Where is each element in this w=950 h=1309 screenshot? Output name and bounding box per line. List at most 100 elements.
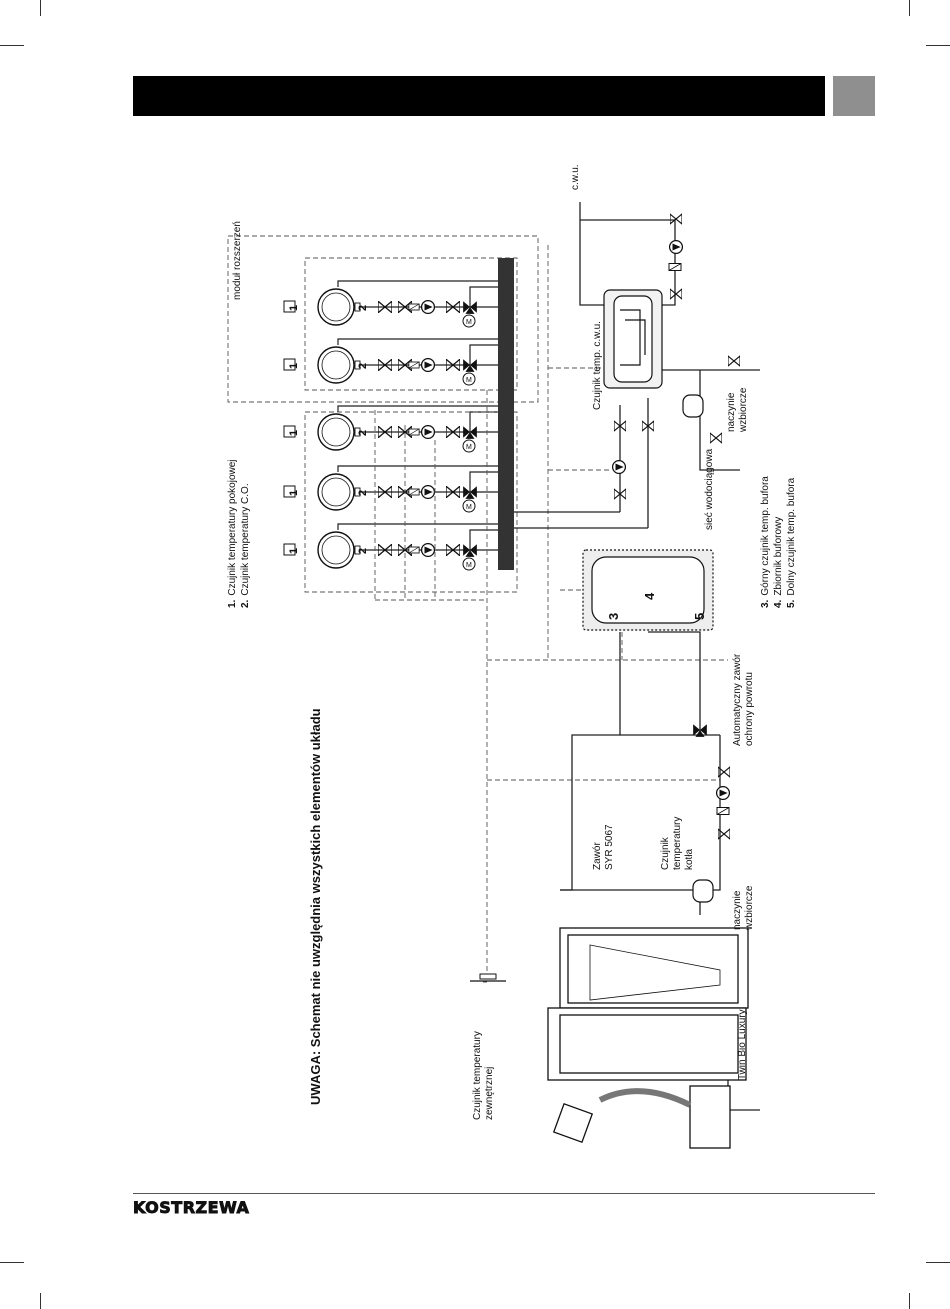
module-label: moduł rozszerzeń <box>232 221 243 300</box>
legend-num-5: 5. <box>786 599 797 608</box>
legend-text-1: Czujnik temperatury pokojowej <box>227 459 238 595</box>
svg-text:1.Czujnik temperatury pokojowe: 1. Czujnik temperatury pokojowej <box>227 459 238 608</box>
co-sensor-icon <box>354 487 361 497</box>
svg-text:ochrony powrotu: ochrony powrotu <box>744 672 755 746</box>
heating-circuit: 1 2M <box>283 465 500 513</box>
circuit-number-1: 1 <box>288 548 300 554</box>
water-network-label: sieć wodociągowa <box>704 448 715 530</box>
co-sensor-icon <box>354 545 361 555</box>
motor-label: M <box>466 504 472 511</box>
warning-title: UWAGA: Schemat nie uwzględnia wszystkich… <box>308 708 323 1105</box>
manifold <box>498 258 514 570</box>
co-sensor-icon <box>354 360 361 370</box>
section-tab <box>833 76 875 116</box>
svg-text:wzbiorcze: wzbiorcze <box>738 387 749 433</box>
legend-text-3: Górny czujnik temp. bufora <box>760 476 771 596</box>
circuit-number-2: 2 <box>357 305 369 311</box>
motor-label: M <box>466 319 472 326</box>
cwu-label: c.w.u. <box>570 164 581 190</box>
crop-mark <box>0 1262 24 1263</box>
syr-valve-label: Zawór <box>592 842 603 870</box>
crop-mark <box>909 1293 910 1309</box>
outside-sensor-icon <box>479 973 497 980</box>
heating-circuit: 1 2M <box>283 280 500 328</box>
co-sensor-icon <box>354 302 361 312</box>
expansion-vessel-top-label: naczynie <box>726 392 737 432</box>
legend-text-4: Zbiornik buforowy <box>773 517 784 596</box>
svg-text:2.Czujnik temperatury C.O.: 2. Czujnik temperatury C.O. <box>240 483 251 608</box>
auto-valve-label: Automatyczny zawór <box>732 653 743 746</box>
radiator-icon <box>317 413 355 451</box>
filter-icon <box>408 428 420 436</box>
motor-icon <box>462 314 476 328</box>
filter-icon <box>408 546 420 554</box>
svg-text:zewnętrznej: zewnętrznej <box>484 1067 495 1120</box>
radiator-icon <box>317 346 355 384</box>
buffer-number-5: 5 <box>692 613 707 620</box>
room-sensor-icon <box>283 543 296 556</box>
circuit-number-1: 1 <box>288 363 300 369</box>
filter-icon <box>408 303 420 311</box>
circuit-number-2: 2 <box>357 548 369 554</box>
pump-icon <box>420 425 436 439</box>
legend-num-2: 2. <box>240 599 251 608</box>
cwu-sensor-label: Czujnik temp. c.w.u. <box>592 321 603 410</box>
svg-text:wzbiorcze: wzbiorcze <box>744 885 755 931</box>
motor-icon <box>462 499 476 513</box>
filter-icon <box>408 488 420 496</box>
radiator-icon <box>317 531 355 569</box>
legend-text-2: Czujnik temperatury C.O. <box>240 483 251 595</box>
legend-text-5: Dolny czujnik temp. bufora <box>786 477 797 595</box>
crop-mark <box>40 1293 41 1309</box>
circuit-number-2: 2 <box>357 490 369 496</box>
room-sensor-icon <box>283 358 296 371</box>
svg-text:4.Zbiornik buforowy: 4. Zbiornik buforowy <box>773 517 784 608</box>
crop-mark <box>0 45 24 46</box>
motor-icon <box>462 439 476 453</box>
legend-num-1: 1. <box>227 599 238 608</box>
motor-label: M <box>466 444 472 451</box>
crop-mark <box>926 45 950 46</box>
pump-icon <box>420 485 436 499</box>
pump-icon <box>420 358 436 372</box>
radiator-icon <box>317 288 355 326</box>
boiler-sensor-label: Czujnik <box>660 836 671 870</box>
crop-mark <box>40 0 41 16</box>
co-sensor-icon <box>354 427 361 437</box>
expansion-vessel-bottom-label: naczynie <box>732 890 743 930</box>
room-sensor-icon <box>283 425 296 438</box>
svg-text:kotła: kotła <box>684 848 695 870</box>
outside-sensor-label: Czujnik temperatury <box>472 1031 483 1120</box>
buffer-number-3: 3 <box>606 613 621 620</box>
motor-label: M <box>466 562 472 569</box>
crop-mark <box>909 0 910 16</box>
svg-text:SYR 5067: SYR 5067 <box>604 824 615 870</box>
pump-icon <box>420 300 436 314</box>
legend-num-3: 3. <box>760 599 771 608</box>
radiator-icon <box>317 473 355 511</box>
room-sensor-icon <box>283 485 296 498</box>
header-bar <box>133 76 825 116</box>
brand-logo: KOSTRZEWA <box>133 1198 250 1216</box>
filter-icon <box>408 361 420 369</box>
svg-text:temperatury: temperatury <box>672 817 683 870</box>
circuit-number-1: 1 <box>288 305 300 311</box>
svg-text:5.Dolny czujnik temp. bufora: 5. Dolny czujnik temp. bufora <box>786 477 797 608</box>
circuit-number-1: 1 <box>288 430 300 436</box>
room-sensor-icon <box>283 300 296 313</box>
heating-circuit: 1 2M <box>283 338 500 386</box>
svg-text:3.Górny czujnik temp. bufora: 3. Górny czujnik temp. bufora <box>760 476 771 608</box>
motor-icon <box>462 372 476 386</box>
circuit-number-2: 2 <box>357 363 369 369</box>
motor-label: M <box>466 377 472 384</box>
circuit-number-1: 1 <box>288 490 300 496</box>
crop-mark <box>926 1262 950 1263</box>
motor-icon <box>462 557 476 571</box>
heating-circuit: 1 2M <box>283 523 500 571</box>
pump-icon <box>420 543 436 557</box>
boiler-model-label: Twin Bio Luxury <box>737 1009 748 1080</box>
svg-text:KOSTRZEWA: KOSTRZEWA <box>133 1198 250 1216</box>
legend-num-4: 4. <box>773 599 784 608</box>
